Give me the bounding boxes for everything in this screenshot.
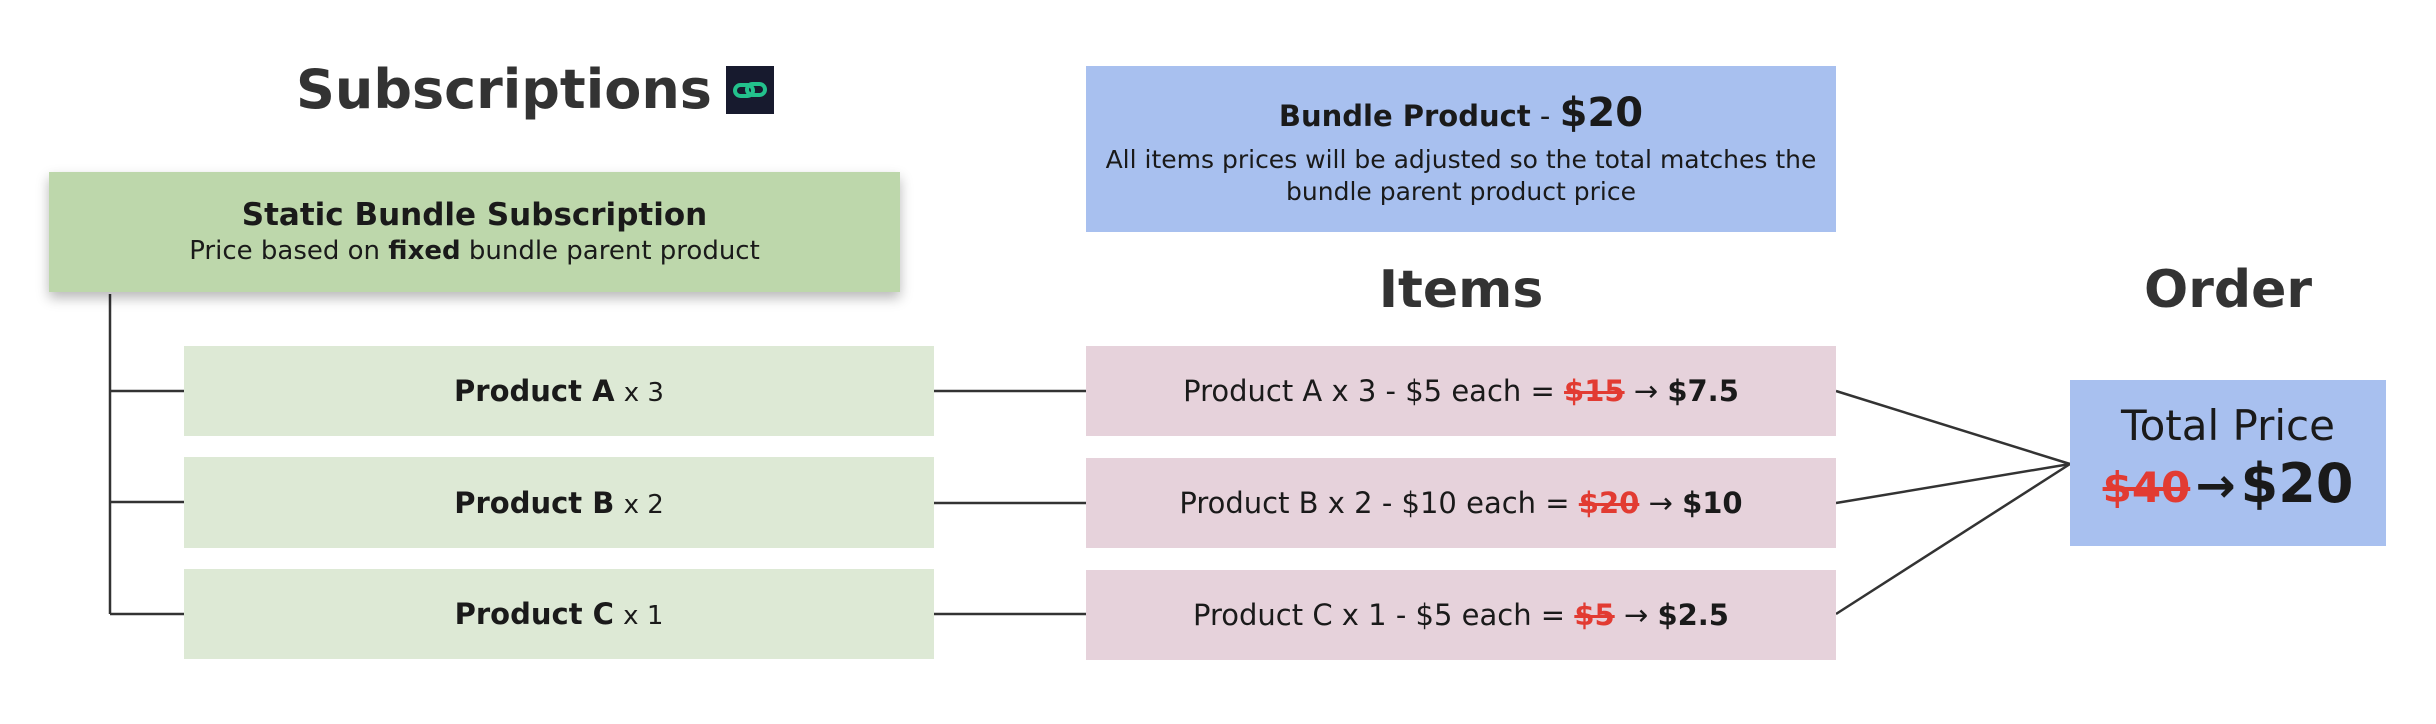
- item-old-price: $20: [1578, 486, 1640, 520]
- item-desc: Product B x 2 - $10 each =: [1179, 486, 1579, 520]
- order-old-price: $40: [2102, 462, 2191, 512]
- static-bundle-box: Static Bundle Subscription Price based o…: [49, 172, 900, 292]
- item-desc: Product A x 3 - $5 each =: [1183, 374, 1565, 408]
- arrow-icon: →: [2195, 457, 2236, 514]
- product-name: Product C: [454, 597, 614, 631]
- link-icon: [725, 66, 774, 114]
- order-new-price: $20: [2240, 451, 2354, 515]
- static-bundle-desc: Price based on fixed bundle parent produ…: [189, 234, 760, 268]
- static-bundle-desc-post: bundle parent product: [460, 236, 760, 266]
- arrow-icon: →: [1623, 598, 1649, 632]
- bundle-product-desc-line2: bundle parent product price: [1286, 177, 1636, 206]
- bundle-product-price: $20: [1559, 90, 1644, 136]
- bundle-product-headline: Bundle Product - $20: [1279, 90, 1643, 144]
- items-heading: Items: [1378, 260, 1544, 320]
- order-total-box: Total Price $40 → $20: [2070, 380, 2386, 546]
- item-order-line-c: [1835, 462, 2071, 616]
- static-bundle-desc-bold: fixed: [388, 236, 461, 266]
- bundle-product-box: Bundle Product - $20 All items prices wi…: [1086, 66, 1836, 232]
- product-box: Product B x 2: [184, 457, 934, 548]
- product-qty: x 2: [623, 489, 664, 520]
- order-total-label: Total Price: [2121, 400, 2335, 450]
- static-bundle-title: Static Bundle Subscription: [241, 197, 708, 233]
- item-order-line-a: [1835, 389, 2071, 466]
- product-name: Product A: [454, 374, 615, 408]
- product-box: Product A x 3: [184, 346, 934, 436]
- order-total-prices: $40 → $20: [2102, 451, 2354, 528]
- arrow-icon: →: [1648, 486, 1673, 520]
- subscriptions-title: Subscriptions: [296, 58, 712, 121]
- item-box: Product C x 1 - $5 each = $5 → $2.5: [1086, 570, 1836, 660]
- product-qty: x 3: [623, 378, 664, 408]
- static-bundle-desc-pre: Price based on: [189, 236, 389, 266]
- bundle-product-label: Bundle Product: [1278, 99, 1531, 133]
- order-heading: Order: [2144, 260, 2312, 320]
- product-name: Product B: [454, 485, 615, 520]
- bundle-product-sep: -: [1530, 99, 1560, 133]
- product-qty: x 1: [623, 601, 664, 631]
- item-old-price: $5: [1574, 598, 1615, 632]
- bundle-product-desc-line1: All items prices will be adjusted so the…: [1105, 145, 1817, 174]
- item-order-line-b: [1835, 462, 2071, 505]
- subscriptions-header: Subscriptions: [296, 58, 774, 122]
- item-box: Product B x 2 - $10 each = $20 → $10: [1086, 458, 1836, 548]
- item-new-price: $2.5: [1657, 598, 1729, 632]
- item-new-price: $10: [1682, 486, 1743, 520]
- arrow-icon: →: [1633, 374, 1659, 408]
- item-desc: Product C x 1 - $5 each =: [1193, 598, 1575, 632]
- item-new-price: $7.5: [1667, 374, 1739, 408]
- product-box: Product C x 1: [184, 569, 934, 659]
- item-box: Product A x 3 - $5 each = $15 → $7.5: [1086, 346, 1836, 436]
- item-old-price: $15: [1564, 374, 1625, 408]
